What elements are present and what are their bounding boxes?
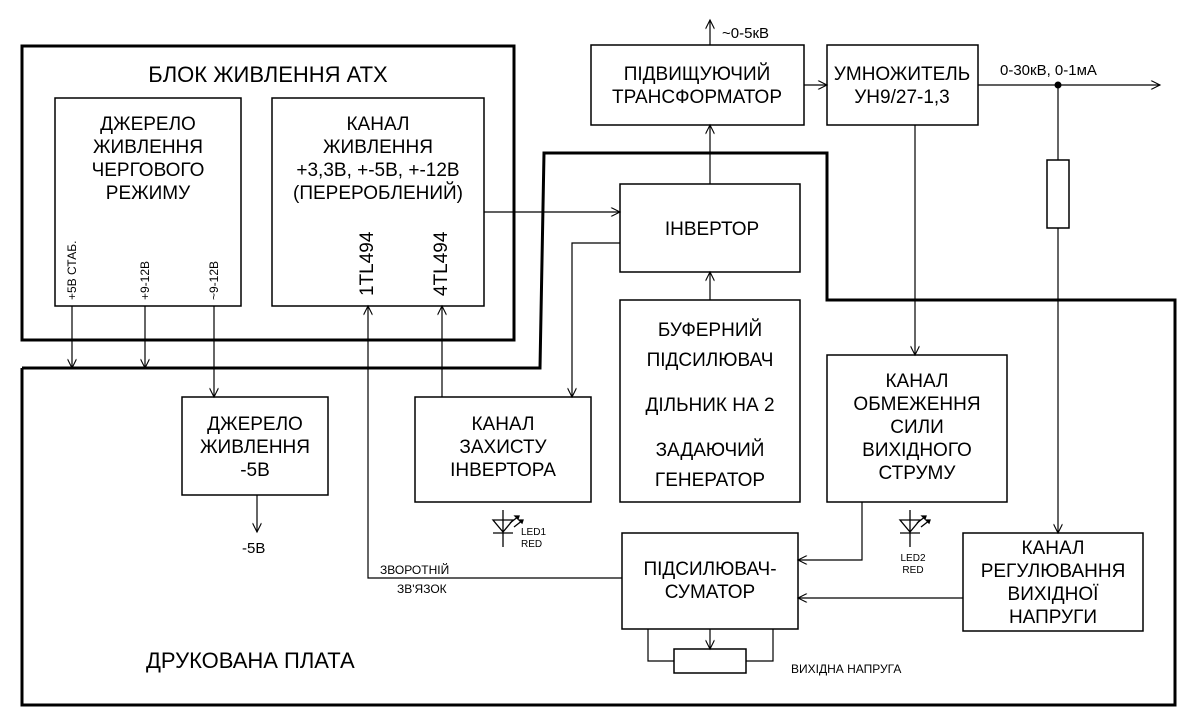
led2-label: LED2 RED xyxy=(900,553,926,576)
pcb-title: ДРУКОВАНА ПЛАТА xyxy=(146,648,355,673)
protection-label: КАНАЛ ЗАХИСТУ ІНВЕРТОРА xyxy=(450,414,556,481)
transformer-label: ПІДВИЩУЮЧИЙ ТРАНСФОРМАТОР xyxy=(611,64,783,108)
output-pot xyxy=(673,648,747,674)
standby-output-ac: ~9-12В xyxy=(207,260,221,300)
power-channel-box xyxy=(271,97,485,307)
feedback-label-line2: ЗВ'ЯЗОК xyxy=(397,582,447,596)
feedback-arrow xyxy=(368,306,622,579)
inverter-label: ІНВЕРТОР xyxy=(664,219,760,240)
power-channel-label: КАНАЛ ЖИВЛЕННЯ +3,3В, +-5В, +-12В (ПЕРЕР… xyxy=(292,114,464,204)
inverter-to-protection-arrow xyxy=(572,242,620,397)
amplifier-label: ПІДСИЛЮВАЧ- СУМАТОР xyxy=(643,559,777,603)
pot-loop-left xyxy=(647,629,674,662)
led1-icon xyxy=(491,510,524,547)
output-voltage-label: ВИХІДНА НАПРУГА xyxy=(791,662,902,676)
transformer-output-label: ~0-5кВ xyxy=(722,25,770,42)
neg-source-label: ДЖЕРЕЛО ЖИВЛЕННЯ -5В xyxy=(200,414,310,481)
atx-block-title: БЛОК ЖИВЛЕННЯ АТХ xyxy=(148,62,388,87)
regulation-label: КАНАЛ РЕГУЛЮВАННЯ ВИХІДНОЇ НАПРУГИ xyxy=(980,538,1126,628)
chip-1tl494-label: 1TL494 xyxy=(357,231,378,296)
standby-output-5v: +5В СТАБ. xyxy=(65,240,79,300)
regulation-box xyxy=(962,532,1144,632)
standby-output-12v: +9-12В xyxy=(138,260,152,300)
standby-source-label: ДЖЕРЕЛО ЖИВЛЕННЯ ЧЕРГОВОГО РЕЖИМУ xyxy=(91,114,205,204)
hv-output-label: 0-30кВ, 0-1мА xyxy=(1000,62,1097,79)
limit-to-amplifier-arrow xyxy=(798,502,863,560)
hv-junction-dot xyxy=(1054,81,1062,89)
multiplier-label: УМНОЖИТЕЛЬ УН9/27-1,3 xyxy=(833,64,971,108)
led2-icon xyxy=(898,510,931,547)
generator-label: БУФЕРНИЙ ПІДСИЛЮВАЧ ДІЛЬНИК НА 2 ЗАДАЮЧИ… xyxy=(645,320,775,491)
standby-source-box xyxy=(54,97,242,307)
current-limit-label: КАНАЛ ОБМЕЖЕННЯ СИЛИ ВИХІДНОГО СТРУМУ xyxy=(853,371,981,484)
led1-label: LED1 RED xyxy=(521,527,547,550)
pcb-frame xyxy=(20,151,1177,707)
neg-source-box xyxy=(181,396,329,496)
hv-resistor xyxy=(1046,159,1070,229)
chip-4tl494-label: 4TL494 xyxy=(431,231,452,296)
pot-loop-right xyxy=(746,629,774,662)
atx-block-frame xyxy=(20,44,516,342)
protection-box xyxy=(414,396,592,503)
neg-output-label: -5В xyxy=(242,540,266,557)
feedback-label-line1: ЗВОРОТНІЙ xyxy=(380,563,450,577)
